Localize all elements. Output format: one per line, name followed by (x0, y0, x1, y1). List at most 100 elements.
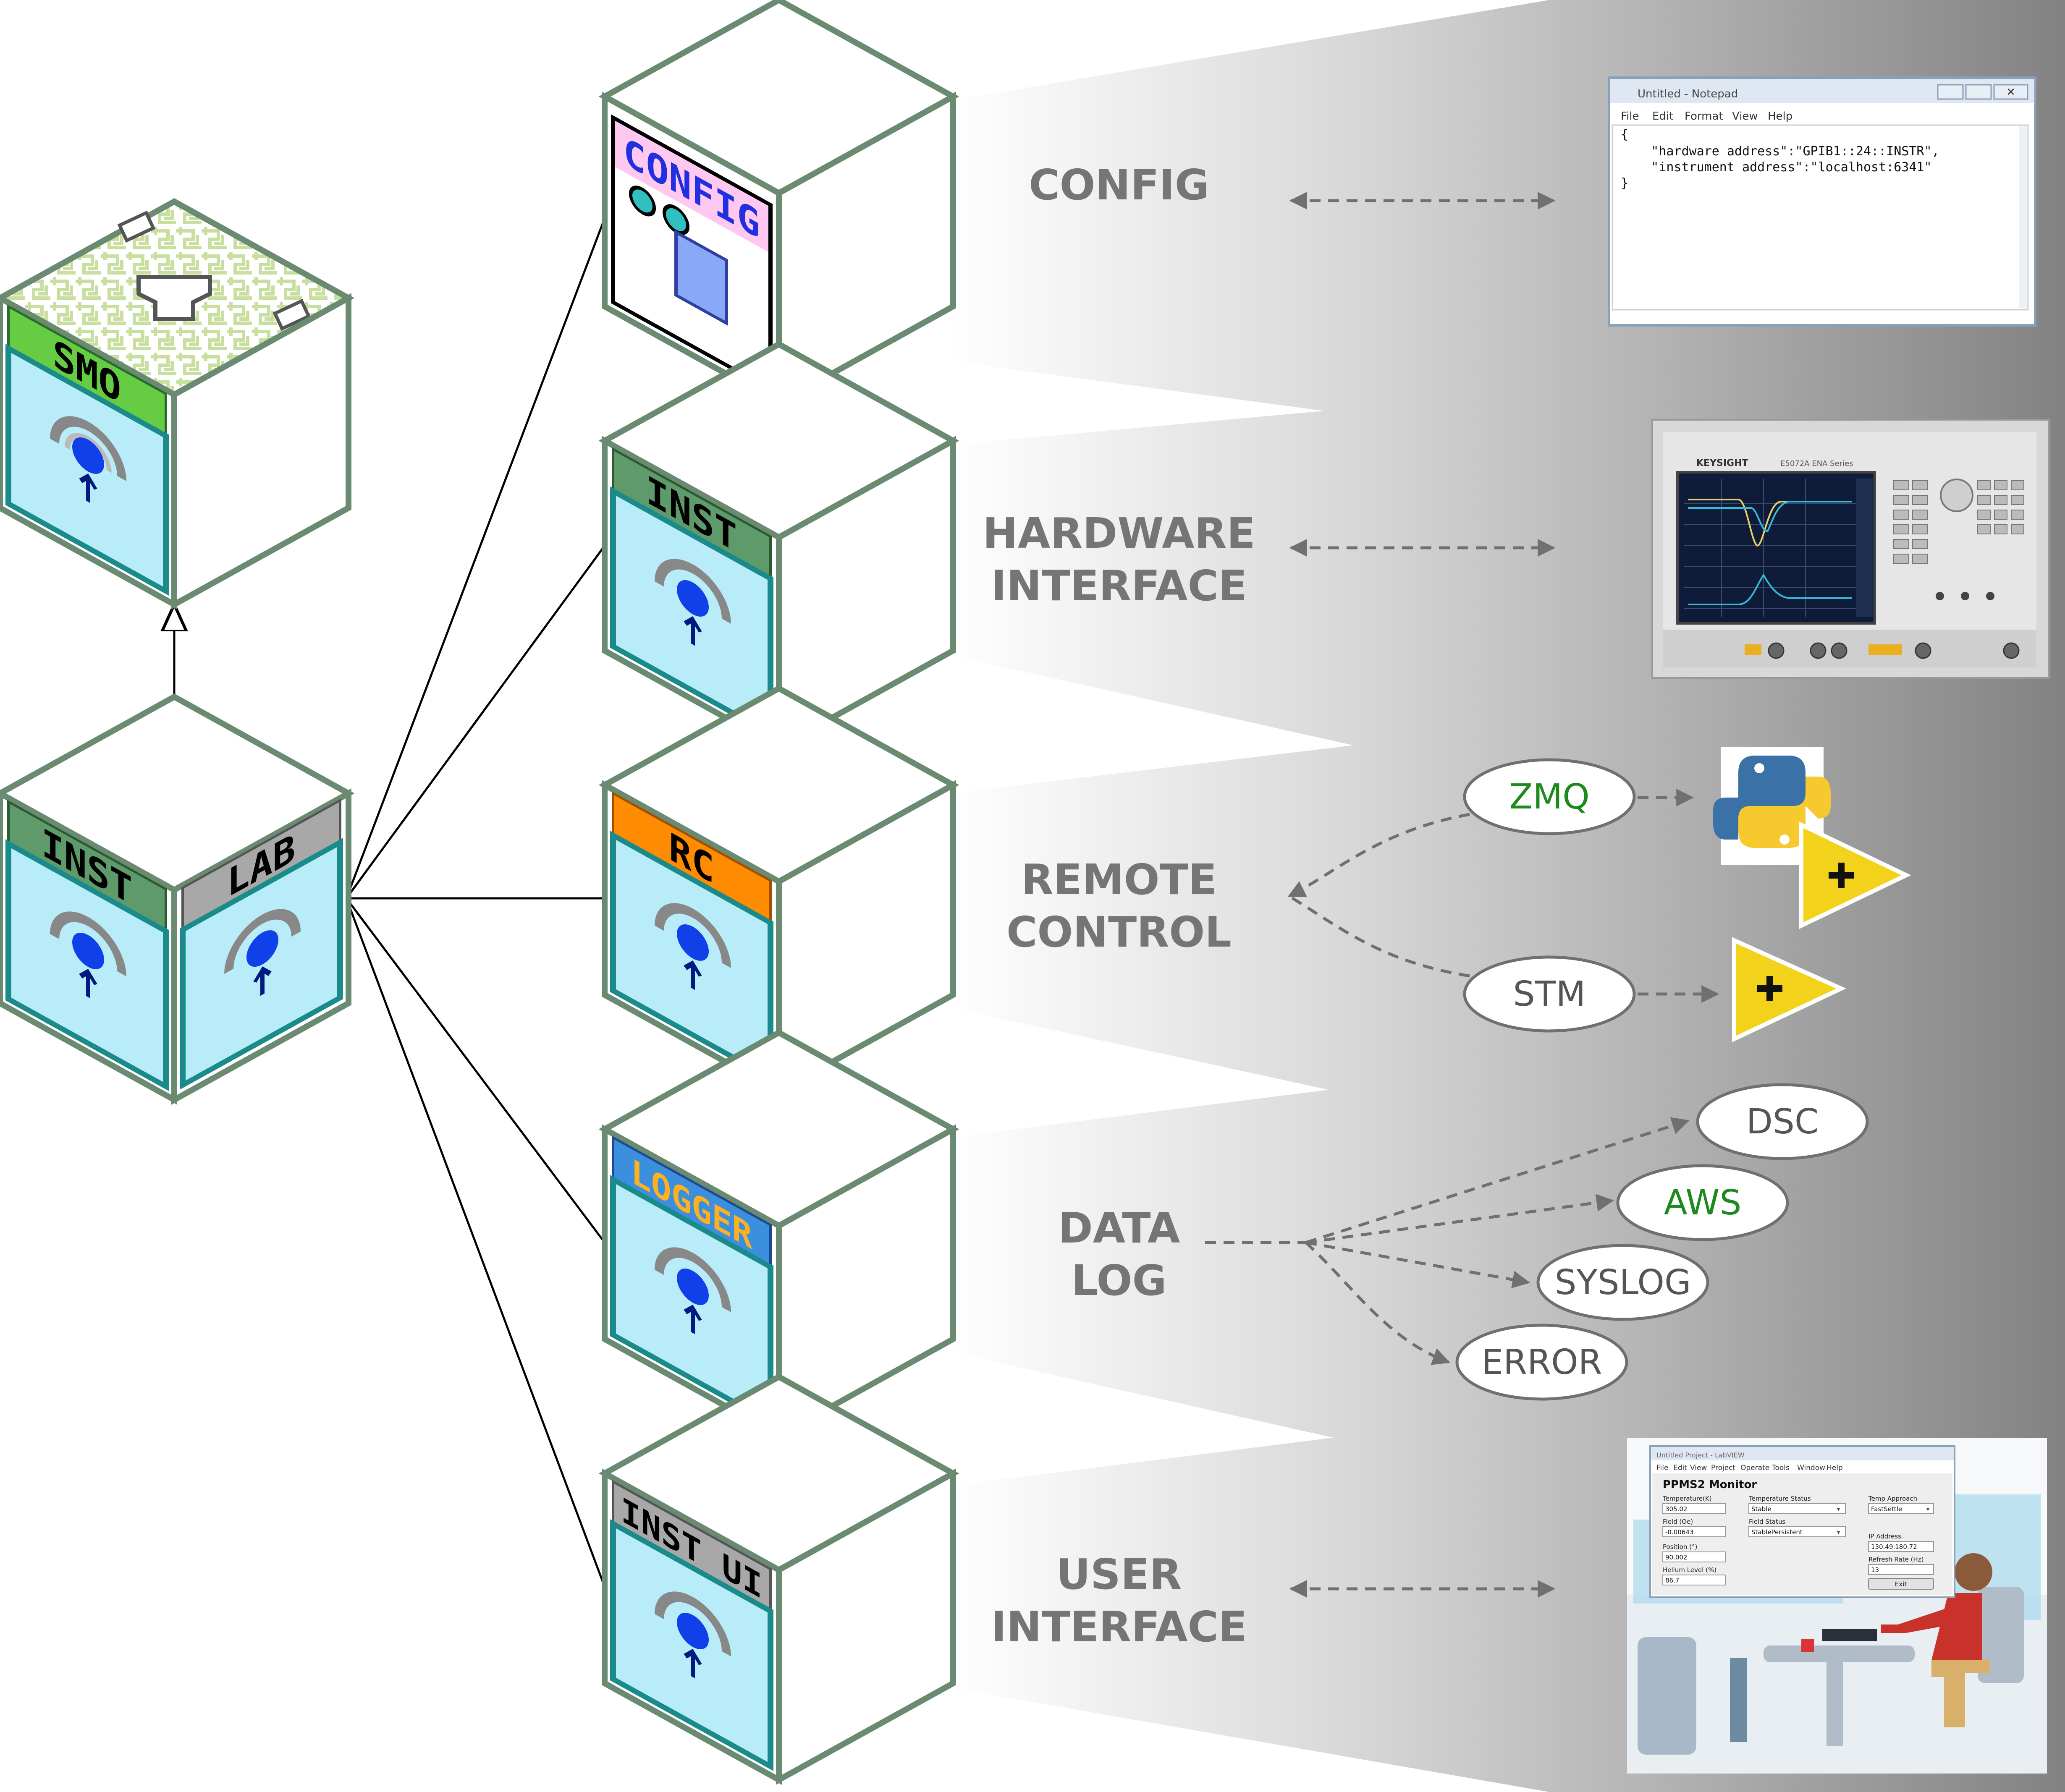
notepad-line-2: "hardware address":"GPIB1::24::INSTR", (1621, 144, 1939, 159)
notepad-menu-help[interactable]: Help (1768, 110, 1792, 123)
error-label: ERROR (1481, 1342, 1602, 1382)
temperature-label: Temperature(K) (1662, 1495, 1712, 1502)
notepad-line-4: } (1621, 176, 1628, 191)
ip-field[interactable] (1868, 1541, 1934, 1552)
zmq-node: ZMQ (1463, 758, 1636, 835)
ip-label: IP Address (1868, 1533, 1901, 1540)
notepad-menu-edit[interactable]: Edit (1652, 110, 1673, 123)
ppms-monitor-window: Untitled Project - LabVIEW File Edit Vie… (1649, 1445, 1955, 1598)
chevron-down-icon: ▾ (1926, 1506, 1929, 1513)
ppms-menu-view[interactable]: View (1690, 1464, 1707, 1472)
temp-approach-label: Temp Approach (1868, 1495, 1917, 1502)
chevron-down-icon: ▾ (1837, 1529, 1840, 1536)
helium-field[interactable] (1662, 1575, 1726, 1585)
field-label: Field (Oe) (1663, 1518, 1693, 1525)
label-remote-1: REMOTE (1021, 855, 1217, 904)
notepad-line-1: { (1621, 127, 1628, 142)
label-config: CONFIG (1029, 160, 1209, 209)
logger-cube: LOGGER (598, 1029, 959, 1441)
inst-lab-cube: INST LAB (0, 693, 355, 1105)
helium-value: 86.7 (1665, 1577, 1679, 1584)
helium-label: Helium Level (%) (1663, 1566, 1716, 1574)
module-connectors (345, 218, 606, 1587)
notepad-menu-format[interactable]: Format (1685, 110, 1723, 123)
labview-icon (1799, 821, 1911, 929)
temp-status-label: Temperature Status (1748, 1495, 1811, 1502)
zmq-label: ZMQ (1509, 777, 1589, 817)
config-cube: CONFIG (598, 0, 959, 408)
network-analyzer-image: KEYSIGHT E5072A ENA Series (1651, 419, 2050, 679)
field-value: -0.00643 (1665, 1528, 1693, 1536)
label-ui-2: INTERFACE (991, 1602, 1247, 1651)
notepad-title: Untitled - Notepad (1638, 88, 1738, 100)
temperature-value: 305.02 (1665, 1505, 1688, 1513)
smo-cube: SMO (0, 198, 355, 610)
ip-value: 130.49.180.72 (1871, 1543, 1917, 1551)
label-datalog-2: LOG (1071, 1256, 1166, 1305)
syslog-label: SYSLOG (1554, 1263, 1691, 1303)
instui-cube: INST UI (598, 1373, 959, 1785)
exit-label: Exit (1895, 1580, 1907, 1588)
ppms-menu-tools[interactable]: Tools (1771, 1464, 1790, 1472)
rc-cube: RC (598, 685, 959, 1096)
ppms-title: PPMS2 Monitor (1663, 1478, 1757, 1491)
refresh-value: 13 (1871, 1566, 1879, 1574)
label-remote-2: CONTROL (1006, 908, 1232, 957)
field-status-value: StablePersistent (1751, 1528, 1803, 1536)
ppms-menu-help[interactable]: Help (1827, 1464, 1843, 1472)
temperature-field[interactable] (1662, 1503, 1726, 1514)
python-logo-icon (1713, 747, 1831, 865)
refresh-label: Refresh Rate (Hz) (1868, 1556, 1923, 1563)
aws-node: AWS (1616, 1164, 1789, 1241)
ppms-titlebar: Untitled Project - LabVIEW (1656, 1451, 1745, 1459)
dsc-label: DSC (1746, 1102, 1819, 1142)
position-label: Position (°) (1663, 1543, 1697, 1551)
syslog-node: SYSLOG (1536, 1244, 1709, 1321)
dashed-arrows (1205, 192, 1719, 1598)
temp-status-select[interactable] (1748, 1503, 1846, 1514)
notepad-menu-file[interactable]: File (1621, 110, 1639, 123)
exit-button[interactable] (1868, 1578, 1934, 1590)
label-hardware-1: HARDWARE (983, 509, 1255, 558)
label-hardware-2: INTERFACE (991, 561, 1247, 610)
ppms-menu-project[interactable]: Project (1711, 1464, 1735, 1472)
close-button[interactable] (1993, 84, 2028, 100)
instrument-brand: KEYSIGHT (1696, 458, 1748, 468)
minimize-button[interactable] (1937, 84, 1964, 100)
notepad-scrollbar[interactable] (2019, 126, 2027, 309)
position-value: 90.002 (1665, 1554, 1688, 1561)
aws-label: AWS (1664, 1183, 1742, 1223)
notepad-menu-view[interactable]: View (1732, 110, 1758, 123)
position-field[interactable] (1662, 1551, 1726, 1562)
field-status-label: Field Status (1749, 1518, 1785, 1525)
stm-node: STM (1463, 955, 1636, 1033)
instrument-model: E5072A ENA Series (1780, 459, 1853, 468)
labview-icon-stm (1732, 937, 1846, 1042)
error-node: ERROR (1455, 1324, 1628, 1401)
chevron-down-icon: ▾ (1837, 1506, 1840, 1513)
notepad-window: Untitled - Notepad ✕ File Edit Format Vi… (1608, 76, 2036, 327)
close-icon: ✕ (2006, 86, 2015, 99)
label-datalog-1: DATA (1058, 1203, 1180, 1253)
dsc-node: DSC (1696, 1083, 1869, 1160)
temp-approach-select[interactable] (1868, 1503, 1934, 1514)
ppms-menu-file[interactable]: File (1656, 1464, 1668, 1472)
inst-cube: INST (598, 340, 959, 752)
stm-label: STM (1513, 974, 1586, 1014)
refresh-field[interactable] (1868, 1564, 1934, 1575)
notepad-line-3: "instrument address":"localhost:6341" (1621, 160, 1932, 175)
maximize-button[interactable] (1965, 84, 1992, 100)
ppms-menu-operate[interactable]: Operate (1740, 1464, 1769, 1472)
temp-approach-value: FastSettle (1871, 1505, 1902, 1513)
ppms-menu-edit[interactable]: Edit (1673, 1464, 1687, 1472)
ppms-menubar: File Edit View Project Operate Tools Win… (1656, 1464, 1843, 1472)
label-ui-1: USER (1056, 1550, 1182, 1599)
temp-status-value: Stable (1751, 1505, 1771, 1513)
notepad-text-area[interactable] (1612, 124, 2029, 311)
field-status-select[interactable] (1748, 1526, 1846, 1537)
analyzer-screen (1676, 471, 1876, 625)
analyzer-knob (1940, 479, 1973, 512)
field-field[interactable] (1662, 1526, 1726, 1537)
ppms-menu-window[interactable]: Window (1797, 1464, 1825, 1472)
